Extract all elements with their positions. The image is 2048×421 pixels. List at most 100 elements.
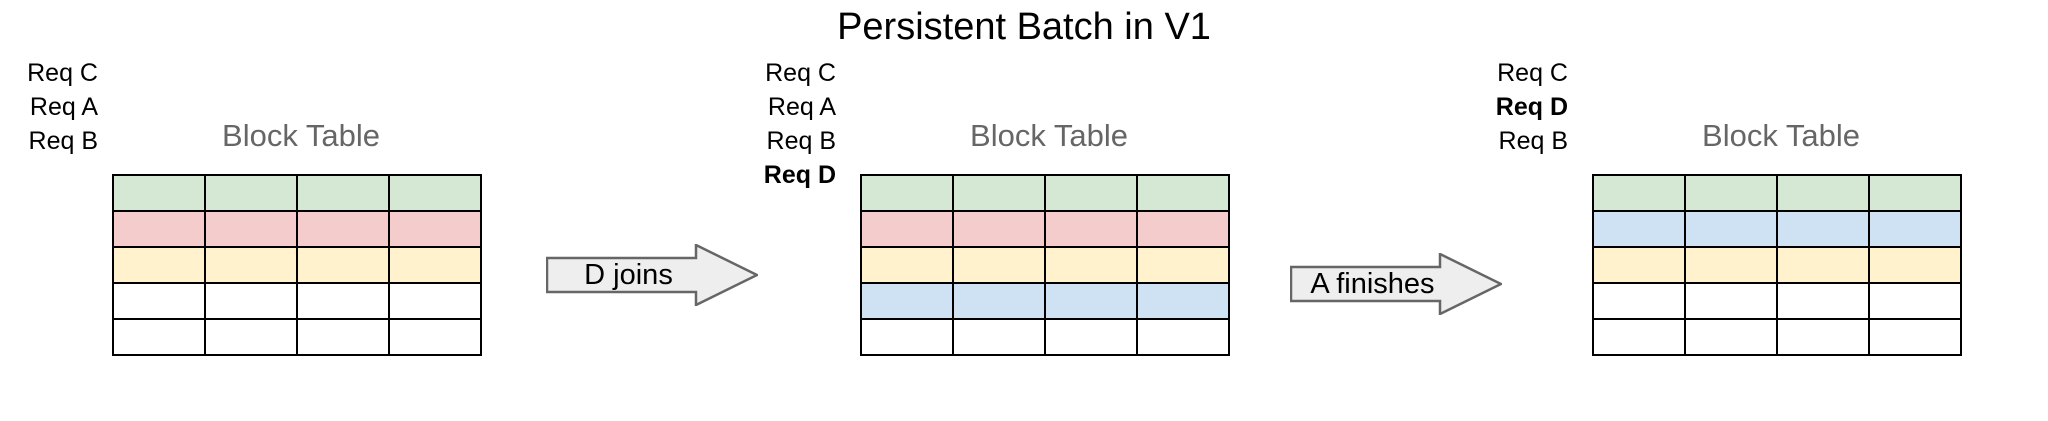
block-cell (860, 282, 954, 320)
block-cell (952, 210, 1046, 248)
block-cell (296, 246, 390, 284)
block-cell (1684, 174, 1778, 212)
arrow-shape-icon (546, 244, 758, 306)
table-row (112, 246, 482, 284)
block-cell (204, 210, 298, 248)
block-cell (1136, 282, 1230, 320)
table-row (1592, 210, 1962, 248)
block-cell (1868, 210, 1962, 248)
table-row (860, 210, 1230, 248)
row-label: Req C (765, 59, 836, 87)
table-row (1592, 174, 1962, 212)
block-cell (388, 318, 482, 356)
block-cell (1868, 318, 1962, 356)
block-table-grid (1592, 174, 1962, 356)
block-cell (1776, 246, 1870, 284)
row-label (738, 192, 848, 226)
block-cell (1868, 174, 1962, 212)
row-label: Req B (28, 127, 98, 155)
table-caption: Block Table (222, 118, 380, 153)
row-labels-stage-2: Req C Req A Req B Req D (738, 56, 848, 226)
row-label (0, 192, 110, 226)
block-cell (1592, 210, 1686, 248)
block-cell (204, 282, 298, 320)
block-cell (1136, 174, 1230, 212)
block-cell (860, 210, 954, 248)
table-row (112, 210, 482, 248)
block-table-grid (112, 174, 482, 356)
block-cell (1592, 318, 1686, 356)
block-cell (1044, 246, 1138, 284)
block-cell (1776, 318, 1870, 356)
table-row (860, 246, 1230, 284)
block-cell (388, 174, 482, 212)
block-cell (952, 246, 1046, 284)
table-row (1592, 318, 1962, 356)
row-label: Req A (29, 93, 98, 121)
arrow-label: D joins (584, 259, 673, 291)
table-row (1592, 282, 1962, 320)
block-cell (112, 210, 206, 248)
row-label: Req B (766, 127, 836, 155)
transition-arrow-a-finishes: A finishes (1290, 253, 1502, 315)
block-cell (1776, 210, 1870, 248)
block-cell (1044, 174, 1138, 212)
block-cell (296, 210, 390, 248)
block-cell (1776, 282, 1870, 320)
block-cell (204, 174, 298, 212)
block-cell (1684, 282, 1778, 320)
block-cell (388, 210, 482, 248)
block-cell (1136, 246, 1230, 284)
row-label: Req C (27, 59, 98, 87)
transition-arrow-d-joins: D joins (546, 244, 758, 306)
block-cell (1592, 174, 1686, 212)
block-cell (1868, 282, 1962, 320)
block-cell (112, 246, 206, 284)
block-cell (296, 174, 390, 212)
block-cell (860, 318, 954, 356)
block-cell (112, 174, 206, 212)
row-label: Req B (1498, 127, 1568, 155)
block-cell (952, 318, 1046, 356)
block-cell (1868, 246, 1962, 284)
block-cell (1684, 246, 1778, 284)
block-table-grid (860, 174, 1230, 356)
table-row (860, 174, 1230, 212)
block-cell (860, 174, 954, 212)
block-cell (112, 282, 206, 320)
row-label: Req D (763, 161, 836, 189)
block-cell (112, 318, 206, 356)
table-caption: Block Table (970, 118, 1128, 153)
arrow-label: A finishes (1310, 268, 1435, 300)
row-label (1470, 192, 1580, 226)
block-cell (296, 282, 390, 320)
block-cell (1592, 282, 1686, 320)
block-cell (1684, 210, 1778, 248)
row-labels-stage-3: Req C Req D Req B (1470, 56, 1580, 226)
table-row (112, 174, 482, 212)
table-row (860, 282, 1230, 320)
block-cell (296, 318, 390, 356)
row-label: Req C (1497, 59, 1568, 87)
block-cell (1684, 318, 1778, 356)
arrow-shape-icon (1290, 253, 1502, 315)
table-row (1592, 246, 1962, 284)
row-label: Req A (767, 93, 836, 121)
block-cell (204, 318, 298, 356)
block-cell (1044, 210, 1138, 248)
row-label (0, 158, 110, 192)
table-row (860, 318, 1230, 356)
table-row (112, 282, 482, 320)
block-cell (1136, 210, 1230, 248)
table-row (112, 318, 482, 356)
block-cell (860, 246, 954, 284)
row-label (1470, 158, 1580, 192)
row-labels-stage-1: Req C Req A Req B (0, 56, 110, 226)
block-cell (204, 246, 298, 284)
block-cell (952, 174, 1046, 212)
block-cell (388, 282, 482, 320)
table-caption: Block Table (1702, 118, 1860, 153)
block-cell (1776, 174, 1870, 212)
block-cell (1044, 282, 1138, 320)
